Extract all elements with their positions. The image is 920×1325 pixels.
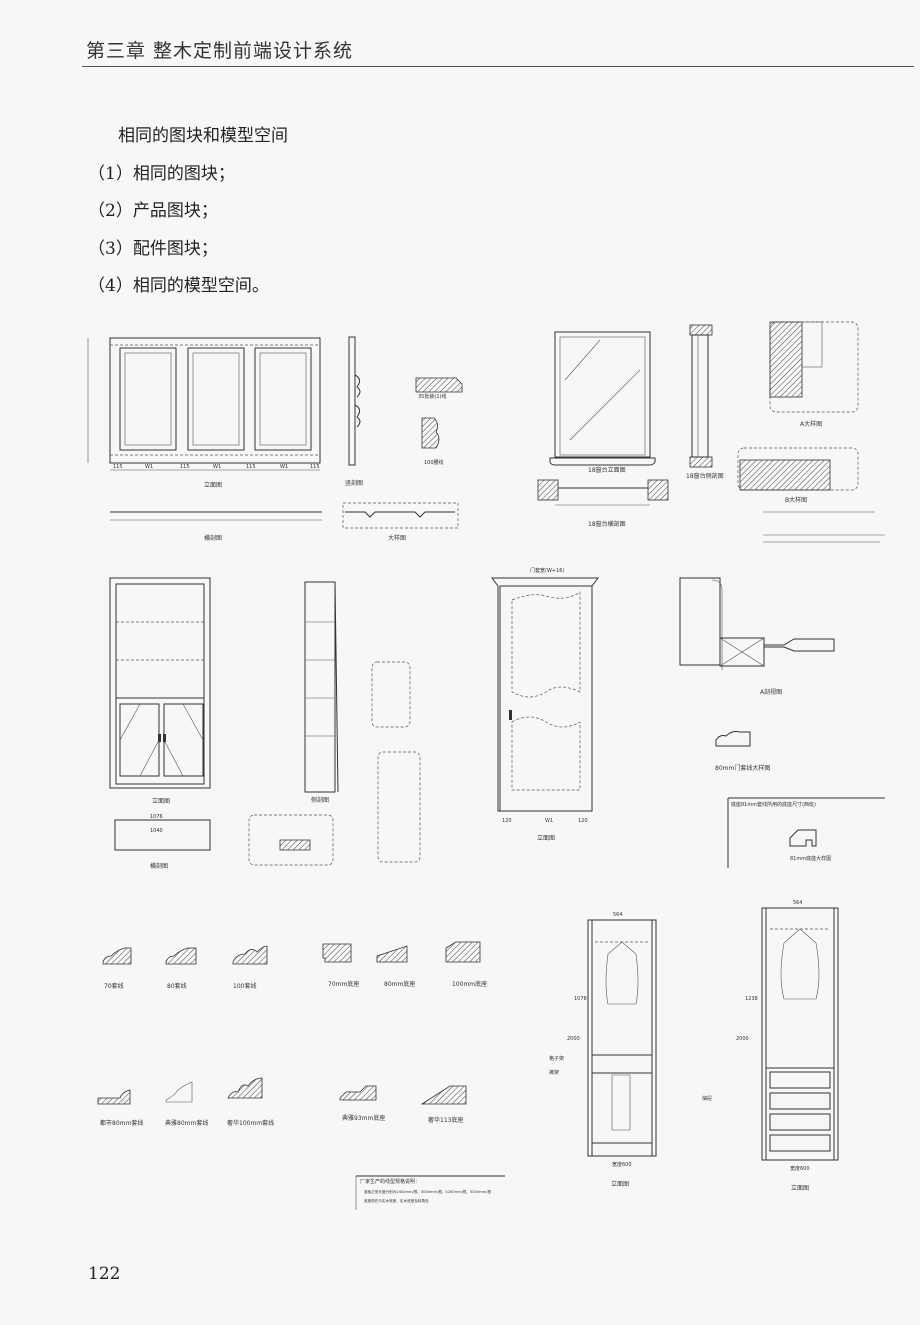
caption: B大样图 <box>785 496 807 504</box>
wardrobe-elevation-hanging: 564 2000 1078 宽度600 格子架 裤架 立面图 <box>549 912 657 1188</box>
dim: W1 <box>280 464 288 470</box>
caption: 都市80mm套线 <box>100 1119 143 1127</box>
caption: 100套线 <box>233 982 256 990</box>
caption: 立面图 <box>537 834 555 842</box>
caption: 80mm门套线大样图 <box>715 764 770 772</box>
wardrobe-elevation-drawers: 564 2000 1238 宽度600 抽屉 立面图 <box>702 900 839 1192</box>
note-line: 底座现在与实木底座、实木底座及转角处 <box>364 1198 429 1203</box>
caption: 横剖图 <box>204 534 222 542</box>
caption: A剖视图 <box>760 688 782 696</box>
note-line: 竖板正常长度分别为2400mm/根、3000mm/根、4200mm/根、5000… <box>364 1189 491 1194</box>
note-box: 厂家生产的线型规格说明： 竖板正常长度分别为2400mm/根、3000mm/根、… <box>355 1175 505 1210</box>
dim: W1 <box>145 464 153 470</box>
intro-list: 相同的图块和模型空间 （1）相同的图块； （2）产品图块； （3）配件图块； （… <box>88 118 288 306</box>
caption: 奢华113底座 <box>428 1116 463 1124</box>
intro-item: （1）相同的图块； <box>88 163 235 184</box>
caption: 81mm底座大样图 <box>790 855 831 862</box>
dim: 115 <box>180 464 190 470</box>
caption: 大样图 <box>388 534 406 542</box>
dim: 宽度600 <box>612 1161 632 1168</box>
dim: 1040 <box>150 828 163 834</box>
dim: 宽度600 <box>790 1165 810 1172</box>
label: 裤架 <box>549 1069 559 1076</box>
dim: W1 <box>545 818 553 824</box>
base-note: 底座81mm套线所用的底座尺寸(西班) <box>731 801 816 808</box>
intro-heading: 相同的图块和模型空间 <box>118 126 288 146</box>
caption: 侧剖图 <box>311 796 329 804</box>
caption: 70mm底座 <box>328 980 359 988</box>
caption: 100腰线 <box>424 459 444 466</box>
intro-item: （3）配件图块； <box>88 238 218 259</box>
caption: 18窗台侧剖图 <box>686 472 724 480</box>
dim: 2000 <box>567 1036 580 1042</box>
caption: 18窗台立面图 <box>588 466 626 474</box>
dim: 115 <box>246 464 256 470</box>
dim: 564 <box>793 900 803 906</box>
wall-panel-section: 竖剖图 35批锁(1)线 100腰线 大样图 <box>342 336 463 542</box>
door-width-label: 门套宽(W+16) <box>530 567 564 574</box>
dim: 2000 <box>736 1036 749 1042</box>
caption: 奢华100mm套线 <box>227 1119 274 1127</box>
caption: 立面图 <box>152 797 170 805</box>
caption: A大样图 <box>800 420 822 428</box>
chapter-header: 第三章 整木定制前端设计系统 <box>86 40 354 62</box>
caption: 80套线 <box>167 982 187 990</box>
window-sill-drawings: 18窗台立面图 18窗台横剖图 18窗台侧剖图 A大样图 B大样图 <box>537 321 885 543</box>
dim: 1078 <box>574 996 587 1002</box>
caption: 立面图 <box>204 481 222 489</box>
caption: 35批锁(1)线 <box>418 393 446 400</box>
dim: 115 <box>310 464 320 470</box>
label: 格子架 <box>549 1055 564 1062</box>
caption: 80mm底座 <box>384 980 415 988</box>
dim: 1238 <box>745 996 758 1002</box>
intro-item: （4）相同的模型空间。 <box>88 276 269 296</box>
caption: 典雅80mm套线 <box>165 1119 208 1127</box>
dim: 564 <box>613 912 623 918</box>
intro-item: （2）产品图块； <box>88 201 218 221</box>
caption: 竖剖图 <box>345 479 363 487</box>
note-title: 厂家生产的线型规格说明： <box>360 1178 420 1185</box>
page-number: 122 <box>88 1264 121 1284</box>
dim: 120 <box>578 818 588 824</box>
caption: 典雅93mm底座 <box>342 1114 385 1122</box>
caption: 立面图 <box>611 1180 629 1188</box>
dim: 120 <box>502 818 512 824</box>
dim: 115 <box>113 464 123 470</box>
wall-panel-elevation: 115 W1 115 W1 115 W1 115 立面图 横剖图 <box>87 337 322 542</box>
header-rule <box>82 66 914 67</box>
caption: 18窗台横剖图 <box>588 520 626 528</box>
dim: 1076 <box>150 814 163 820</box>
moulding-profiles: 70套线 80套线 100套线 70mm底座 80mm底座 100mm底座 都市… <box>97 941 487 1127</box>
label: 抽屉 <box>702 1095 712 1102</box>
caption: 立面图 <box>791 1184 809 1192</box>
caption: 70套线 <box>104 982 124 990</box>
cabinet-drawings: 立面图 1076 1040 横剖图 侧剖图 <box>109 577 421 870</box>
caption: 100mm底座 <box>452 980 487 988</box>
caption: 横剖图 <box>150 862 168 870</box>
door-drawings: 门套宽(W+16) 120 W1 120 立面图 A剖视图 80mm门套线大样图… <box>491 567 885 868</box>
dim: W1 <box>213 464 221 470</box>
